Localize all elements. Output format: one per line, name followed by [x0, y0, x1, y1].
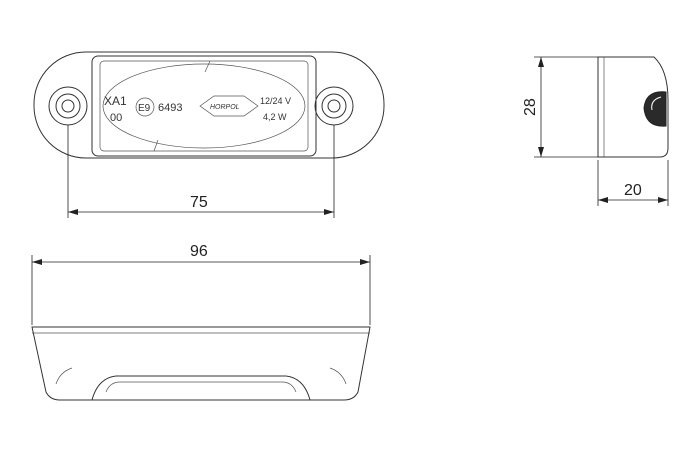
e-mark-circle [135, 97, 155, 117]
side-body-outline [597, 56, 669, 158]
front-body-outline [31, 326, 371, 401]
lens-ellipse [102, 63, 306, 149]
housing-outline [33, 51, 385, 159]
frame-detail [204, 60, 211, 73]
front-view: 96 [31, 243, 371, 401]
approval-code: XA1 [104, 94, 127, 108]
brand-diamond [199, 95, 259, 117]
right-mounting-hole [314, 86, 354, 126]
right-curve-detail [329, 367, 347, 385]
approval-sub: 00 [110, 112, 122, 124]
depth-dimension [597, 160, 669, 206]
e-number: 6493 [158, 102, 182, 114]
e-mark: E9 [138, 103, 151, 114]
side-lens-dome [643, 91, 667, 127]
hole-spacing-dimension [67, 125, 335, 218]
top-view: XA1 00 E9 6493 HORPOL 12/24 V 4,2 W 75 [33, 51, 385, 218]
lens-highlight [651, 96, 662, 111]
overall-length-label: 96 [190, 243, 208, 260]
overall-length-dimension [31, 255, 371, 325]
recess-outline [91, 55, 317, 157]
height-label: 28 [522, 98, 539, 116]
brand-logo: HORPOL [210, 104, 240, 111]
hole-spacing-label: 75 [190, 194, 208, 211]
recess-inner [105, 381, 297, 393]
voltage-marking: 12/24 V [260, 96, 291, 106]
height-dimension [534, 56, 600, 158]
left-mounting-hole [48, 86, 88, 126]
front-recess [91, 375, 311, 401]
frame-detail [153, 139, 159, 152]
left-curve-detail [55, 367, 73, 385]
depth-label: 20 [624, 182, 642, 199]
lens-frame [99, 60, 309, 152]
power-marking: 4,2 W [263, 112, 287, 122]
side-view: 28 20 [522, 56, 669, 206]
